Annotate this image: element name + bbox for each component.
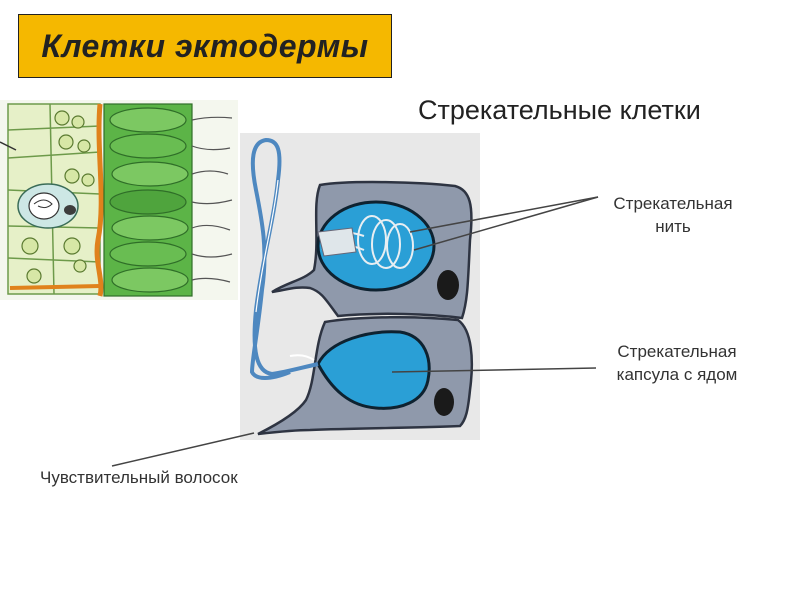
lower-nucleus: [434, 388, 454, 416]
tissue-green-cells: [103, 103, 193, 297]
tissue-flagella: [191, 116, 233, 283]
upper-nucleus: [437, 270, 459, 300]
title-box: Клетки эктодермы: [18, 14, 392, 78]
ectoderm-tissue-illustration: [0, 100, 238, 300]
lower-capsule: [316, 330, 431, 410]
diagram-subtitle: Стрекательные клетки: [418, 95, 701, 125]
tissue-stinging-cell: [17, 183, 79, 229]
sensory-hair: [289, 354, 315, 361]
thread-base: [317, 227, 357, 257]
discharged-thread: [249, 137, 319, 380]
label-stinging-capsule: Стрекательная капсула с ядом: [616, 342, 738, 384]
nerve-strand: [94, 103, 104, 297]
nerve-branch: [9, 284, 101, 290]
label-sensory-hair: Чувствительный волосок: [40, 468, 238, 487]
tissue-pointer: [0, 141, 17, 151]
label-pointers: [111, 196, 599, 467]
page-title: Клетки эктодермы: [41, 27, 369, 64]
stinging-cells-diagram: [240, 133, 480, 440]
tissue-granules: [19, 110, 95, 284]
upper-capsule: [316, 200, 436, 292]
label-stinging-thread: Стрекательная нить: [613, 194, 733, 236]
